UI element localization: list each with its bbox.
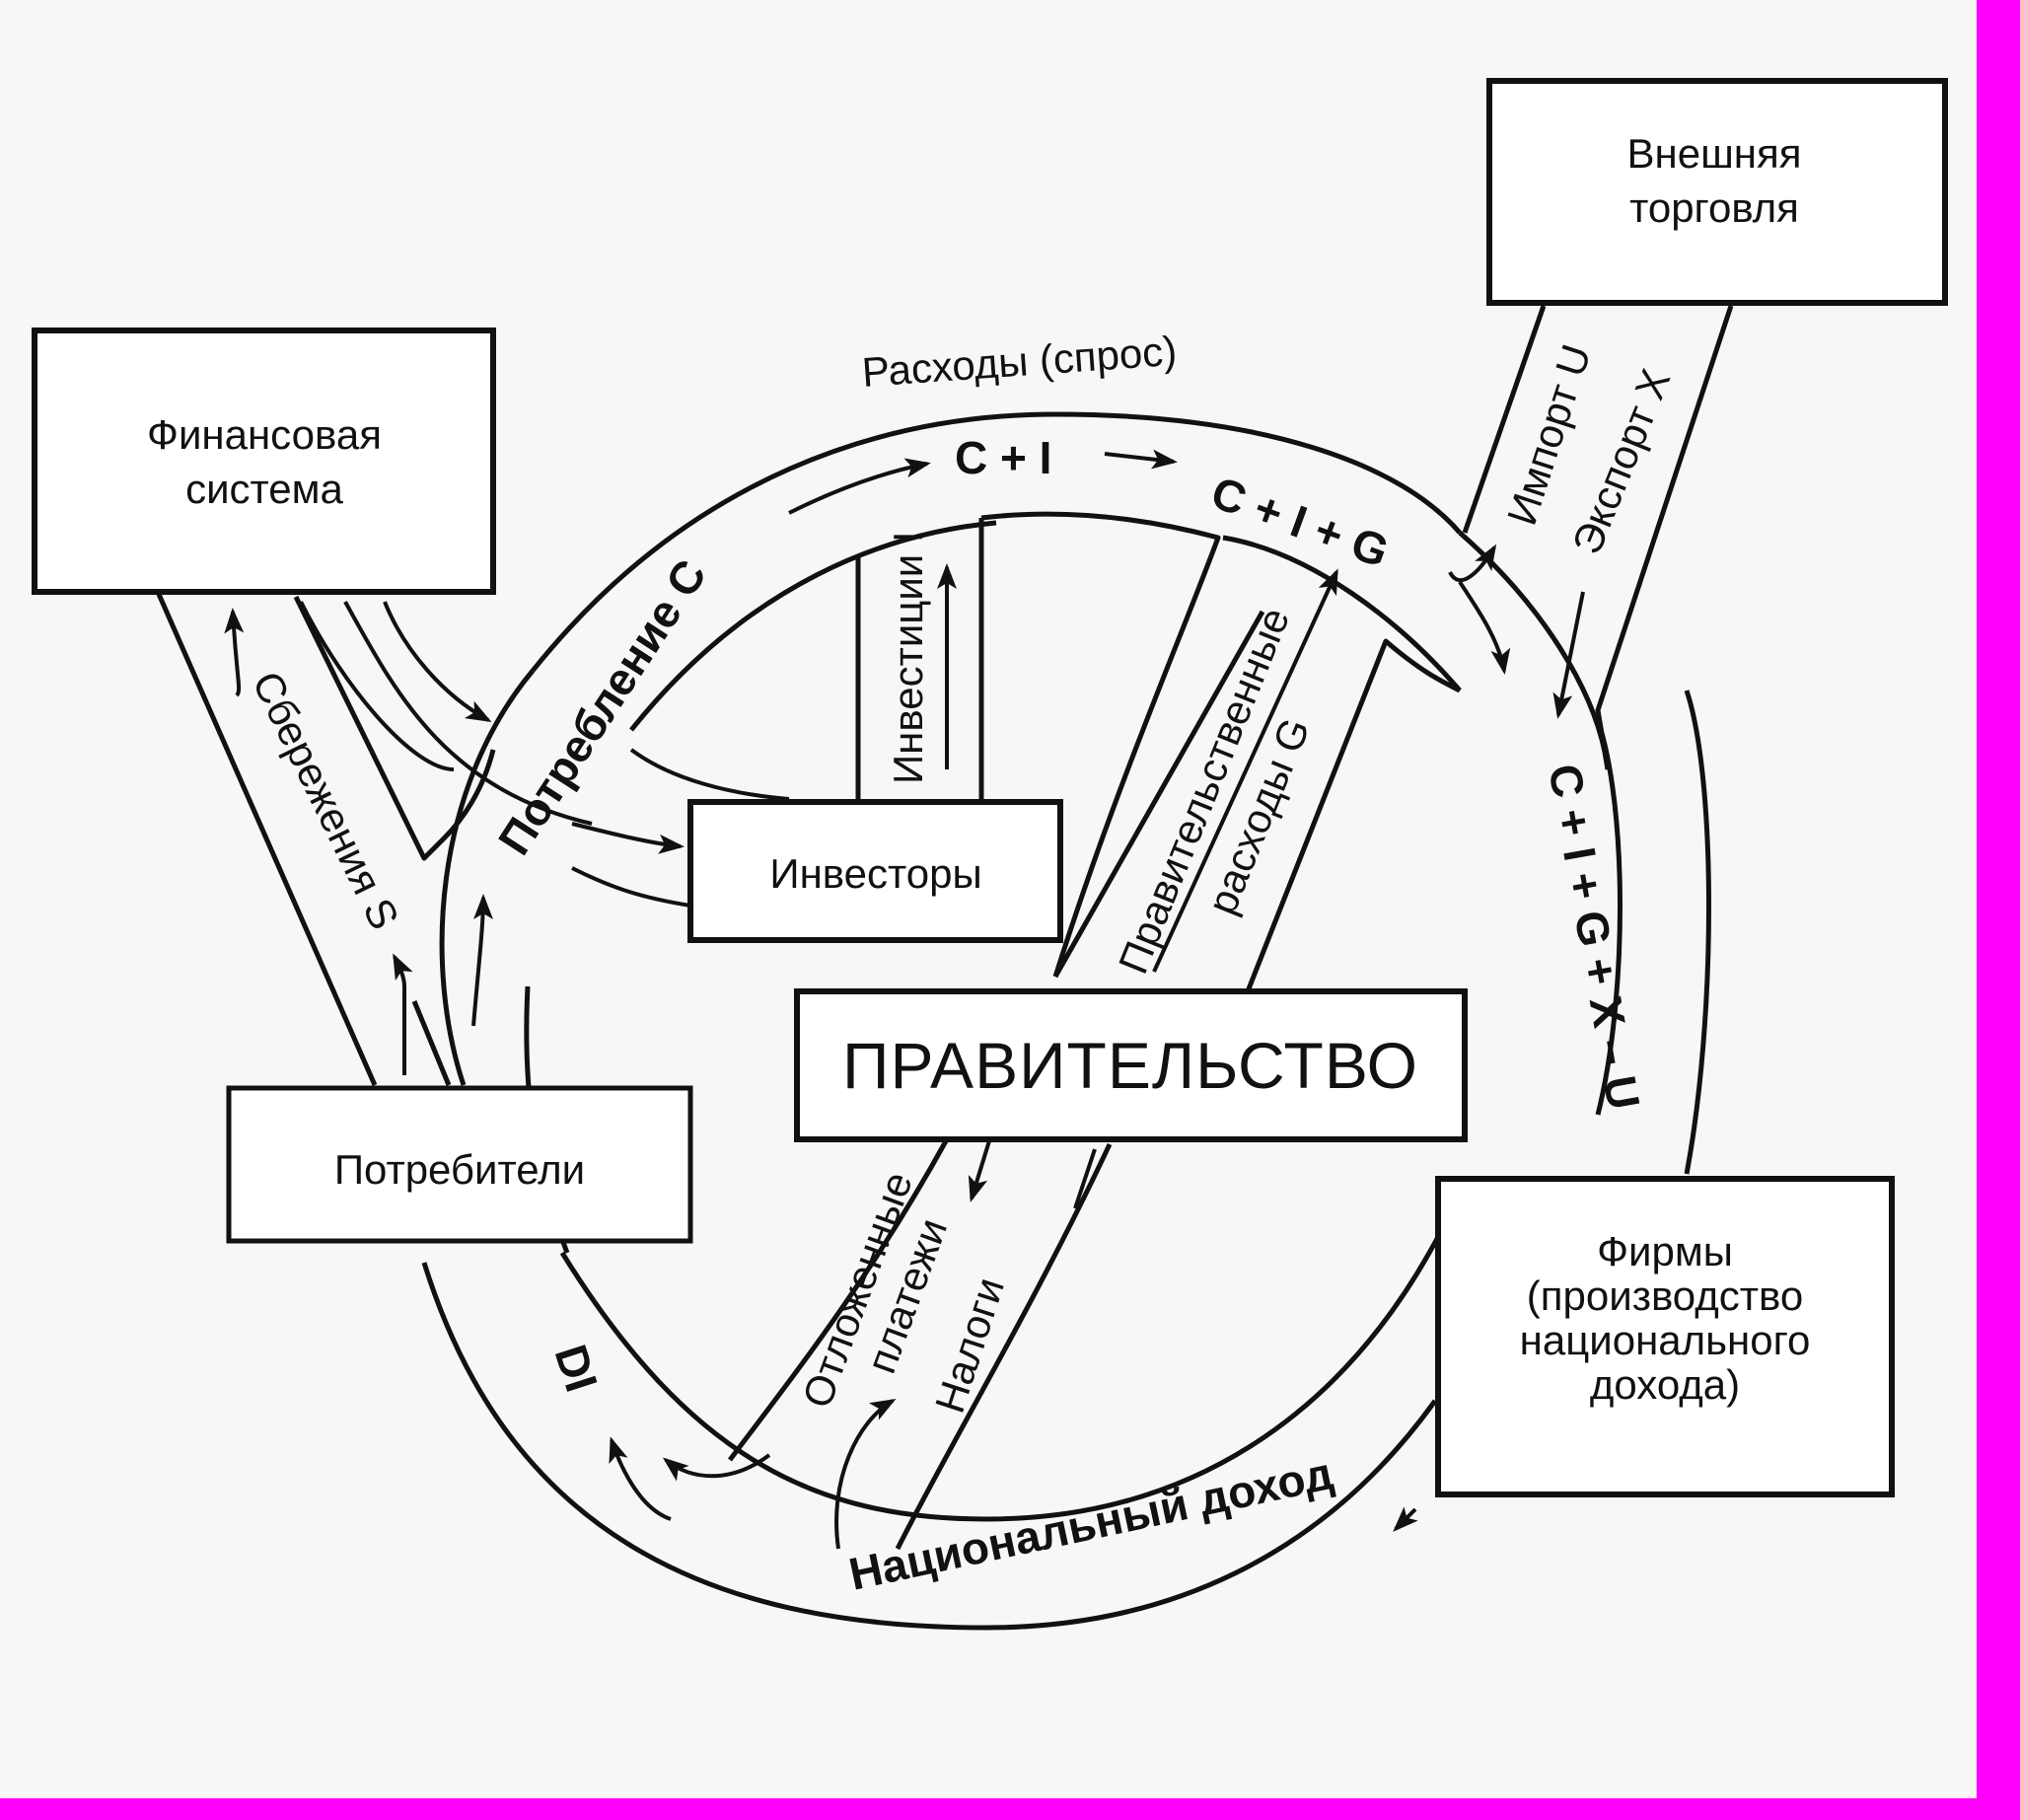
- savings-label: Сбережения S: [244, 664, 408, 936]
- firms-label-2: (производство: [1527, 1273, 1803, 1319]
- financial-system-box: Финансовая система: [32, 328, 496, 595]
- disposable-income-label: DI: [544, 1339, 608, 1398]
- firms-label-1: Фирмы: [1597, 1228, 1733, 1274]
- national-income-label: Национальный доход: [844, 1447, 1337, 1600]
- firms-label-4: дохода): [1590, 1361, 1740, 1408]
- taxes-label: Налоги: [926, 1272, 1013, 1418]
- investment-channel: [855, 511, 1221, 978]
- spending-arrows: [471, 449, 1418, 1532]
- government-label: ПРАВИТЕЛЬСТВО: [842, 1029, 1418, 1102]
- investors-label: Инвесторы: [769, 850, 981, 897]
- c-plus-i-label: C + I: [955, 432, 1051, 483]
- foreign-trade-label-1: Внешняя: [1627, 130, 1802, 177]
- government-spending-channel: [1052, 568, 1462, 992]
- foreign-trade-label-2: торговля: [1629, 184, 1799, 231]
- investment-label: Инвестиции I: [885, 531, 931, 784]
- consumers-box: Потребители: [226, 1085, 693, 1244]
- spending-demand-label: Расходы (спрос): [860, 328, 1178, 396]
- savings-band: [155, 590, 496, 1087]
- consumers-label: Потребители: [334, 1146, 585, 1193]
- financial-system-label-1: Финансовая: [147, 411, 382, 458]
- c-i-g-x-u-label: C + I + G + X – U: [1539, 761, 1650, 1114]
- investors-box: Инвесторы: [687, 799, 1063, 943]
- firms-box: Фирмы (производство национального дохода…: [1435, 1176, 1895, 1497]
- finance-to-investors-lines: [299, 601, 790, 908]
- foreign-trade-channel: [1448, 305, 1734, 770]
- government-box: ПРАВИТЕЛЬСТВО: [794, 988, 1468, 1142]
- financial-system-label-2: система: [185, 466, 343, 512]
- tax-channel: [662, 1133, 1113, 1551]
- foreign-trade-box: Внешняя торговля: [1486, 78, 1948, 306]
- firms-label-3: национального: [1520, 1317, 1811, 1363]
